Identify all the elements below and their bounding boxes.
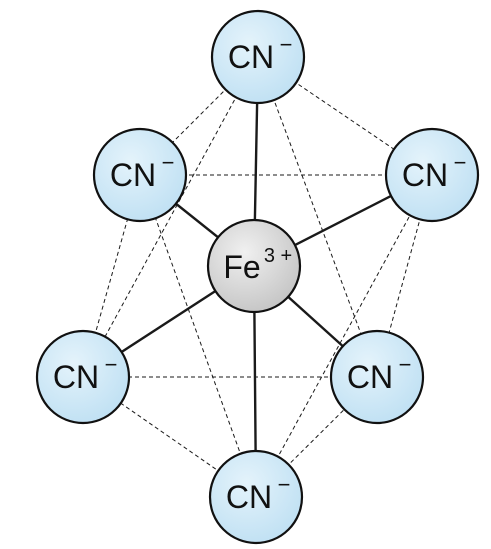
edge-bottom-upper-left xyxy=(139,174,257,498)
edge-bottom-upper-right xyxy=(255,174,433,498)
ligand-charge: − xyxy=(399,352,412,377)
ligand-formula: CN xyxy=(228,39,274,75)
ligand-charge: − xyxy=(162,150,175,175)
ligand-charge: − xyxy=(105,352,118,377)
ligand-circle xyxy=(208,449,304,545)
ligand-bottom: CN − xyxy=(208,449,304,545)
edge-top-lower-right xyxy=(257,56,378,378)
ligand-formula: CN xyxy=(402,157,448,193)
ligand-lower-right: CN − xyxy=(329,329,425,425)
ligand-lower-left: CN − xyxy=(35,329,131,425)
ligand-circle xyxy=(35,329,131,425)
ligand-formula: CN xyxy=(53,359,99,395)
ligand-charge: − xyxy=(278,472,291,497)
central-ion-circle xyxy=(206,218,302,314)
ligand-formula: CN xyxy=(347,359,393,395)
ligand-formula: CN xyxy=(110,157,156,193)
central-ion-symbol: Fe xyxy=(223,249,260,285)
ligand-circle xyxy=(210,9,306,105)
ligand-upper-left: CN − xyxy=(92,127,188,223)
ligand-formula: CN xyxy=(226,479,272,515)
ligand-upper-right: CN − xyxy=(384,127,480,223)
edge-top-lower-left xyxy=(82,56,259,378)
ligand-top: CN − xyxy=(210,9,306,105)
central-ion-charge: 3 + xyxy=(264,245,292,267)
ligand-circle xyxy=(92,127,188,223)
ligand-circle xyxy=(329,329,425,425)
central-ion: Fe 3 + xyxy=(206,218,302,314)
ligand-charge: − xyxy=(280,32,293,57)
ligand-charge: − xyxy=(454,150,467,175)
ligand-circle xyxy=(384,127,480,223)
